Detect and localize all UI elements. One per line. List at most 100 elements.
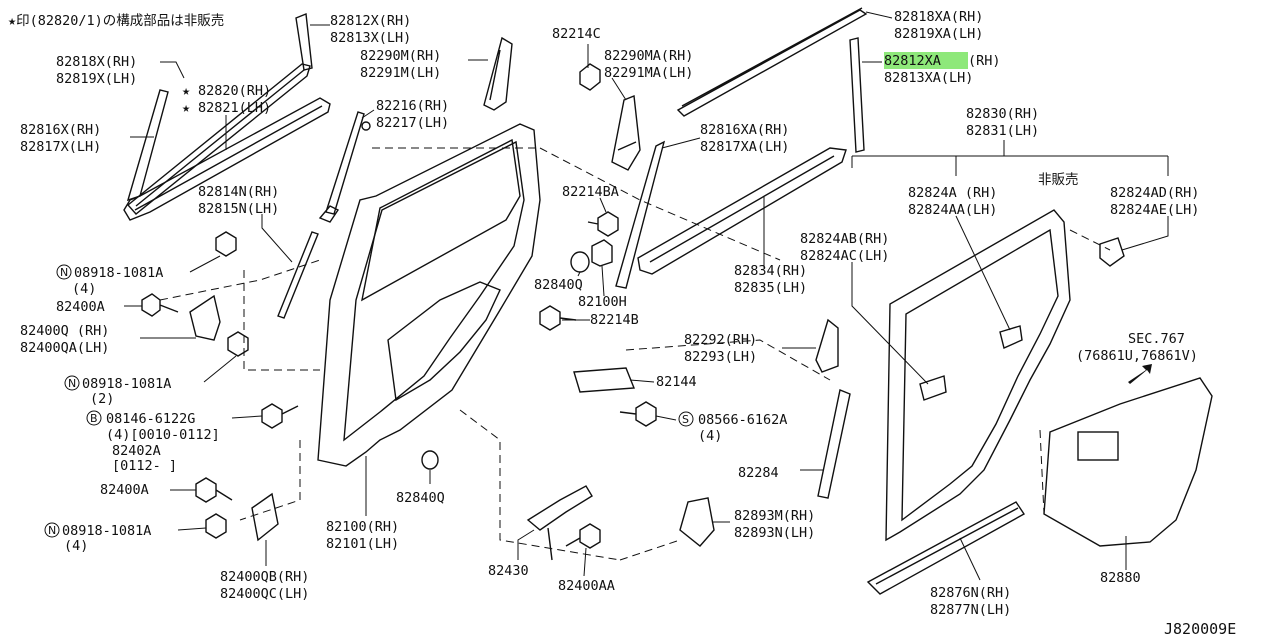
label-82840q-2: 82840Q xyxy=(396,490,445,506)
figure-id: J820009E xyxy=(1164,620,1236,638)
label-82824ae: 82824AE(LH) xyxy=(1110,202,1199,218)
sec-arrow xyxy=(1128,364,1152,384)
label-82818xa: 82818XA(RH) xyxy=(894,9,983,25)
label-82818x: 82818X(RH) xyxy=(56,54,137,70)
partition-82290ma xyxy=(611,95,641,171)
label-hihanbai: 非販売 xyxy=(1038,172,1079,188)
leader-82824ab xyxy=(851,262,929,385)
leader-82430 xyxy=(517,529,535,560)
leader-lines xyxy=(124,11,1169,581)
label-82840q-1: 82840Q xyxy=(534,277,583,293)
sec-ref-line2: (76861U,76861V) xyxy=(1076,348,1198,364)
trim-panel-82880 xyxy=(1043,377,1213,547)
star-82820: ★ xyxy=(182,83,190,99)
labels: ★印(82820/1)の構成部品は非販売 82812X(RH) 82813X(L… xyxy=(8,9,1236,638)
corner-trim-82290m xyxy=(483,36,513,111)
label-82100: 82100(RH) xyxy=(326,519,399,535)
label-82816xa: 82816XA(RH) xyxy=(700,122,789,138)
sec-ref-line1: SEC.767 xyxy=(1128,331,1185,347)
n-symbol-a xyxy=(56,264,72,280)
label-82290ma: 82290MA(RH) xyxy=(604,48,693,64)
label-08146-qty: (4)[0010-0112] xyxy=(106,427,220,443)
leader-82816xa xyxy=(661,137,701,149)
clip-82824ad xyxy=(1099,237,1125,267)
label-82402a: 82402A xyxy=(112,443,161,459)
sash-82816xa xyxy=(615,140,666,289)
label-82400qa: 82400QA(LH) xyxy=(20,340,109,356)
label-82400qc: 82400QC(LH) xyxy=(220,586,309,602)
leader-82824ad xyxy=(1121,216,1169,251)
strip-82284 xyxy=(817,389,851,499)
bolt-82214ba xyxy=(587,211,619,237)
leader-08146 xyxy=(231,415,263,419)
moulding-82818xa xyxy=(676,7,868,117)
label-08918-b-qty: (2) xyxy=(90,391,114,407)
n-symbol-b xyxy=(64,375,80,391)
n-letter-b: N xyxy=(68,377,76,390)
label-82100h: 82100H xyxy=(578,294,627,310)
assembly-line-4 xyxy=(159,259,321,301)
door-window-frame xyxy=(361,138,521,302)
check-link-82430 xyxy=(526,485,593,531)
channel-82814n xyxy=(277,231,319,319)
label-82834: 82834(RH) xyxy=(734,263,807,279)
bracket-82144 xyxy=(573,367,636,393)
pad-82893m xyxy=(679,497,715,547)
weatherstrip-82830 xyxy=(885,209,1071,542)
label-82831: 82831(LH) xyxy=(966,123,1039,139)
clip-82214c xyxy=(579,63,601,91)
label-82815n: 82815N(LH) xyxy=(198,201,279,217)
moulding-82876n xyxy=(866,501,1026,595)
leader-82144 xyxy=(629,379,655,383)
hinge-upper-82400q xyxy=(189,294,221,341)
strip-82812x xyxy=(295,13,313,71)
label-82291m: 82291M(LH) xyxy=(360,65,441,81)
bolt-82216 xyxy=(361,121,371,131)
label-82812xa-rh: (RH) xyxy=(968,53,1001,69)
label-82813xa: 82813XA(LH) xyxy=(884,70,973,86)
leader-82818x xyxy=(160,61,185,79)
label-82893n: 82893N(LH) xyxy=(734,525,815,541)
assembly-line-3 xyxy=(243,270,320,371)
label-82101: 82101(LH) xyxy=(326,536,399,552)
n-symbol-c xyxy=(44,522,60,538)
label-82400aa: 82400AA xyxy=(558,578,615,594)
label-08566-qty: (4) xyxy=(698,428,722,444)
label-82830: 82830(RH) xyxy=(966,106,1039,122)
hinge-lower-82400qb xyxy=(251,492,279,542)
s-letter: S xyxy=(682,413,689,426)
label-82402a-range: [0112- ] xyxy=(112,458,177,474)
bolt-08566 xyxy=(619,401,657,427)
label-82291ma: 82291MA(LH) xyxy=(604,65,693,81)
label-82217: 82217(LH) xyxy=(376,115,449,131)
label-82284: 82284 xyxy=(738,465,779,481)
bolt-82214b xyxy=(539,305,577,331)
label-82817xa: 82817XA(LH) xyxy=(700,139,789,155)
n-letter-a: N xyxy=(60,266,68,279)
label-08918-a: 08918-1081A xyxy=(74,265,163,281)
trim-panel-handle xyxy=(1077,431,1119,461)
leader-08566 xyxy=(655,415,677,421)
label-82814n: 82814N(RH) xyxy=(198,184,279,200)
bolt-82400a-1 xyxy=(141,293,179,317)
label-82813x: 82813X(LH) xyxy=(330,30,411,46)
plug-82840q-2 xyxy=(421,450,439,470)
s-symbol xyxy=(678,411,694,427)
nut-08918-b xyxy=(227,331,249,357)
label-82290m: 82290M(RH) xyxy=(360,48,441,64)
leader-08918-b xyxy=(203,355,237,383)
label-82824ab: 82824AB(RH) xyxy=(800,231,889,247)
door-shell-82100 xyxy=(317,123,541,467)
label-82400q: 82400Q (RH) xyxy=(20,323,109,339)
label-82877n: 82877N(LH) xyxy=(930,602,1011,618)
label-08566: 08566-6162A xyxy=(698,412,787,428)
label-82816x: 82816X(RH) xyxy=(20,122,101,138)
label-82400a-1: 82400A xyxy=(56,299,105,315)
label-82817x: 82817X(LH) xyxy=(20,139,101,155)
label-82812x: 82812X(RH) xyxy=(330,13,411,29)
note-text: ★印(82820/1)の構成部品は非販売 xyxy=(8,13,224,29)
label-82835: 82835(LH) xyxy=(734,280,807,296)
label-82216: 82216(RH) xyxy=(376,98,449,114)
label-82214ba: 82214BA xyxy=(562,184,619,200)
nut-08918-a xyxy=(215,231,237,257)
